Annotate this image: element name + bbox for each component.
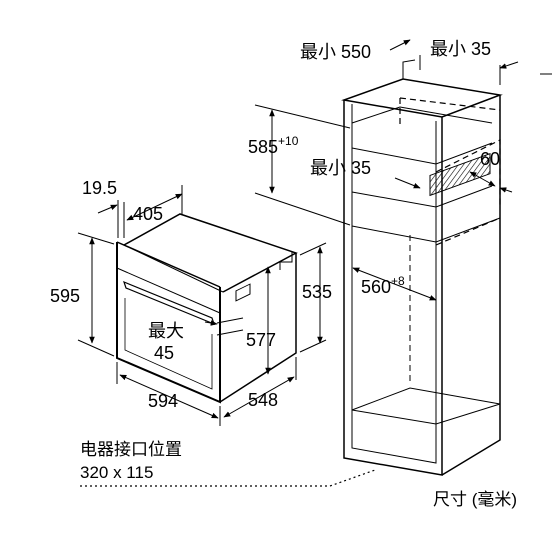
- socket-size-label: 320 x 115: [80, 463, 153, 482]
- oven-width-label: 594: [148, 391, 178, 411]
- cabinet-dimension-lines: [254, 39, 552, 301]
- vent-min-gap-label: 最小 35: [310, 158, 371, 178]
- oven-height-label: 595: [50, 286, 80, 306]
- oven-dimension-lines: [77, 185, 327, 426]
- cabinet-drawing: [341, 59, 503, 476]
- vent-depth-label: 60: [480, 149, 500, 169]
- oven-body-depth-label: 548: [248, 390, 278, 410]
- niche-height-label: 585: [248, 137, 278, 157]
- oven-depth-label: 405: [133, 204, 163, 224]
- door-gap-max-label: 最大: [148, 321, 184, 341]
- oven-drawing: [116, 213, 298, 404]
- units-label: 尺寸 (毫米): [433, 490, 517, 509]
- oven-cavity-height-label: 535: [302, 282, 332, 302]
- oven-mount-height-label: 577: [246, 330, 276, 350]
- socket-position-label: 电器接口位置: [80, 440, 182, 459]
- door-gap-value-label: 45: [154, 343, 174, 363]
- oven-depth-offset-label: 19.5: [82, 178, 117, 198]
- niche-height-group: 585+10: [248, 134, 299, 157]
- cabinet-min-width-label: 最小 550: [300, 42, 371, 62]
- socket-leader-line: [80, 469, 376, 487]
- niche-height-tolerance: +10: [278, 134, 299, 148]
- niche-width-tolerance: +8: [391, 274, 405, 288]
- niche-width-label: 560: [361, 277, 391, 297]
- vent-opening-hatch: [429, 152, 491, 197]
- cabinet-min-back-gap-label: 最小 35: [430, 39, 491, 59]
- niche-width-group: 560+8: [361, 274, 405, 297]
